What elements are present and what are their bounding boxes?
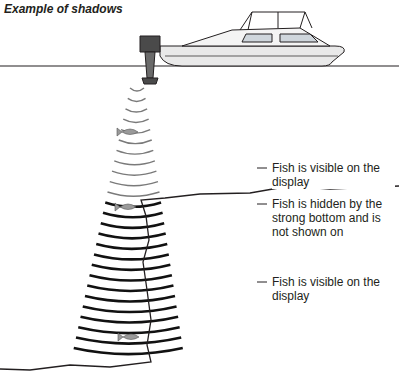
sonar-arc [87, 286, 173, 291]
sonar-arc [74, 348, 183, 354]
fish [115, 128, 139, 341]
callout-label: Fish is hidden by the strong bottom and … [272, 197, 395, 239]
sonar-arc [110, 182, 158, 186]
sonar-arc [112, 171, 156, 175]
sonar-arc [90, 275, 172, 280]
sonar-arc [101, 223, 164, 228]
sonar-arc [81, 317, 179, 323]
callout-label: Fish is visible on the display [272, 275, 395, 303]
sonar-arc [96, 244, 167, 249]
sonar-arc [83, 306, 177, 312]
sonar-arc [114, 161, 155, 165]
leader-lines [257, 168, 267, 282]
sonar-arc [99, 234, 166, 239]
boat [140, 12, 344, 84]
title: Example of shadows [4, 2, 123, 16]
bottom-profile [0, 186, 399, 370]
sonar-arc [103, 213, 163, 218]
sonar-arc [130, 88, 144, 91]
sonar-arc [128, 98, 146, 101]
sonar-arc [119, 140, 152, 144]
sonar-arc [92, 265, 171, 270]
sonar-arc [126, 109, 148, 112]
sonar-arc [117, 150, 154, 154]
sonar-arc [108, 192, 160, 196]
sonar-arc [78, 327, 179, 333]
sonar-arc [123, 119, 148, 122]
sonar-arcs [74, 88, 183, 354]
callout-label: Fish is visible on the display [272, 161, 395, 189]
sonar-arc [94, 254, 169, 259]
sonar-arc [85, 296, 175, 302]
